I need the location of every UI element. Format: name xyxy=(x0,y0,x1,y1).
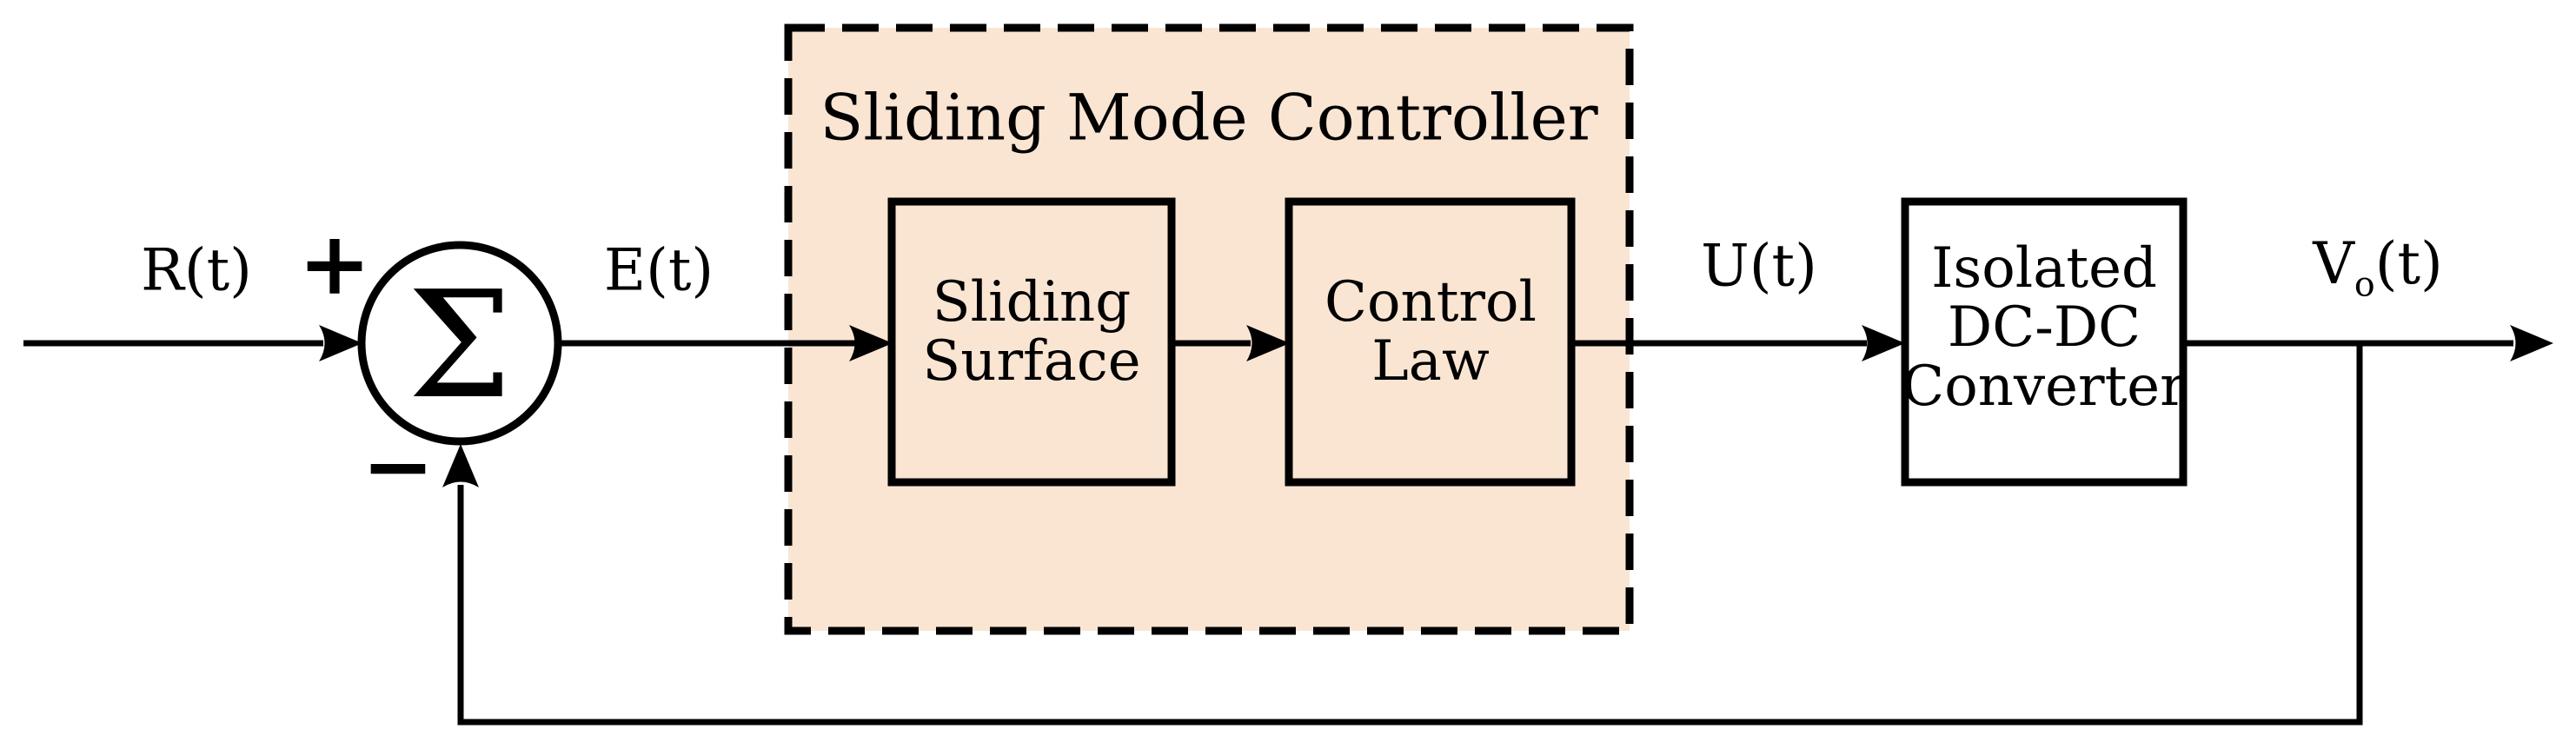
controller-title: Sliding Mode Controller xyxy=(820,81,1598,156)
reference-signal-label: R(t) xyxy=(141,236,252,304)
converter-label: Isolated DC-DC Converter xyxy=(1902,236,2187,419)
output-signal-subscript: o xyxy=(2354,264,2375,305)
control-law-label: Control Law xyxy=(1324,270,1537,394)
arrowhead-icon xyxy=(319,325,362,361)
error-signal-label: E(t) xyxy=(603,236,714,304)
feedback-arrowhead-icon xyxy=(442,444,479,487)
sliding-surface-label: Sliding Surface xyxy=(922,270,1141,394)
minus-sign-icon: − xyxy=(362,414,435,517)
output-signal-base: V xyxy=(2313,230,2354,298)
output-signal-suffix: (t) xyxy=(2374,230,2443,298)
sliding-surface-block xyxy=(887,197,1176,487)
arrowhead-icon xyxy=(1862,325,1905,361)
converter-block xyxy=(1901,197,2188,487)
output-signal-label: Vo(t) xyxy=(2313,234,2443,303)
control-law-block xyxy=(1285,197,1576,487)
sigma-symbol: Σ xyxy=(408,260,512,432)
feedback-line xyxy=(457,343,2363,726)
control-signal-label: U(t) xyxy=(1701,232,1817,300)
plus-sign-icon: + xyxy=(298,212,371,315)
summing-junction-circle xyxy=(357,241,562,446)
arrowhead-icon xyxy=(2510,325,2553,361)
